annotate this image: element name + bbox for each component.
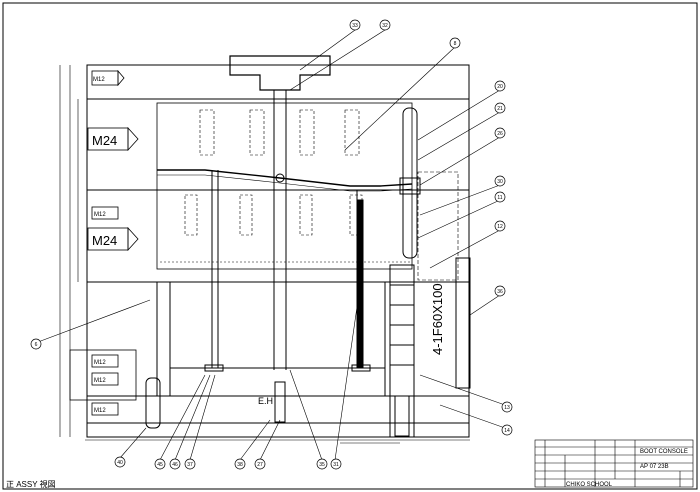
balloon-37: 37 (184, 458, 196, 470)
view-label: 正 ASSY 視図 (6, 480, 56, 489)
svg-text:40: 40 (117, 460, 123, 466)
balloons: 33 32 8 20 21 26 30 11 12 36 6 13 14 40 … (30, 19, 513, 470)
title-drawing-no: AP 07 23B (640, 464, 669, 470)
balloon-45: 45 (154, 458, 166, 470)
balloon-6: 6 (30, 338, 42, 350)
svg-text:11: 11 (497, 195, 502, 201)
dimension-lines (59, 65, 470, 444)
title-school: CHIKO SCHOOL (566, 482, 613, 488)
svg-text:31: 31 (333, 462, 339, 468)
title-name: BOOT CONSOLE (640, 449, 688, 455)
balloon-38: 38 (234, 458, 246, 470)
svg-text:27: 27 (257, 462, 263, 468)
svg-text:32: 32 (382, 23, 388, 29)
svg-text:26: 26 (497, 131, 503, 137)
svg-text:30: 30 (497, 179, 503, 185)
balloon-46: 46 (169, 458, 181, 470)
mold-body (86, 55, 471, 438)
bolt-label-m24-mid: M24 (92, 233, 117, 248)
eh-label: E.H (258, 396, 273, 406)
svg-text:38: 38 (237, 462, 243, 468)
svg-text:37: 37 (187, 462, 193, 468)
bolt-blocks (69, 69, 139, 416)
bolt-label-m12: M12 (93, 77, 105, 83)
balloon-26: 26 (494, 127, 506, 139)
svg-text:13: 13 (504, 405, 510, 411)
balloon-13: 13 (501, 401, 513, 413)
balloon-8: 8 (449, 37, 461, 49)
balloon-12: 12 (494, 220, 506, 232)
balloon-31: 31 (330, 458, 342, 470)
balloon-40: 40 (114, 456, 126, 468)
svg-text:14: 14 (504, 428, 510, 434)
svg-text:6: 6 (35, 342, 38, 348)
balloon-33: 33 (349, 19, 361, 31)
bolt-label-m12-d: M12 (94, 408, 106, 414)
balloon-35: 35 (316, 458, 328, 470)
svg-text:46: 46 (172, 462, 178, 468)
bolt-label-m24-top: M24 (92, 133, 117, 148)
title-block (534, 439, 694, 488)
balloon-11: 11 (494, 191, 506, 203)
balloon-20: 20 (494, 80, 506, 92)
svg-text:20: 20 (497, 84, 503, 90)
bolt-label-m12-b: M12 (94, 360, 106, 366)
svg-text:33: 33 (352, 23, 358, 29)
svg-text:45: 45 (157, 462, 163, 468)
bolt-label-m12-c: M12 (94, 378, 106, 384)
svg-text:12: 12 (497, 224, 503, 230)
svg-text:8: 8 (454, 41, 457, 47)
balloon-32: 32 (379, 19, 391, 31)
svg-text:36: 36 (497, 289, 503, 295)
balloon-36: 36 (494, 285, 506, 297)
svg-text:21: 21 (497, 106, 503, 112)
svg-text:35: 35 (319, 462, 325, 468)
balloon-14: 14 (501, 424, 513, 436)
balloon-27: 27 (254, 458, 266, 470)
balloon-21: 21 (494, 102, 506, 114)
vertical-spring-label: 4-1F60X100 (430, 283, 445, 355)
balloon-30: 30 (494, 175, 506, 187)
balloon-leaders (37, 29, 506, 461)
bolt-label-m12-a: M12 (94, 212, 106, 218)
